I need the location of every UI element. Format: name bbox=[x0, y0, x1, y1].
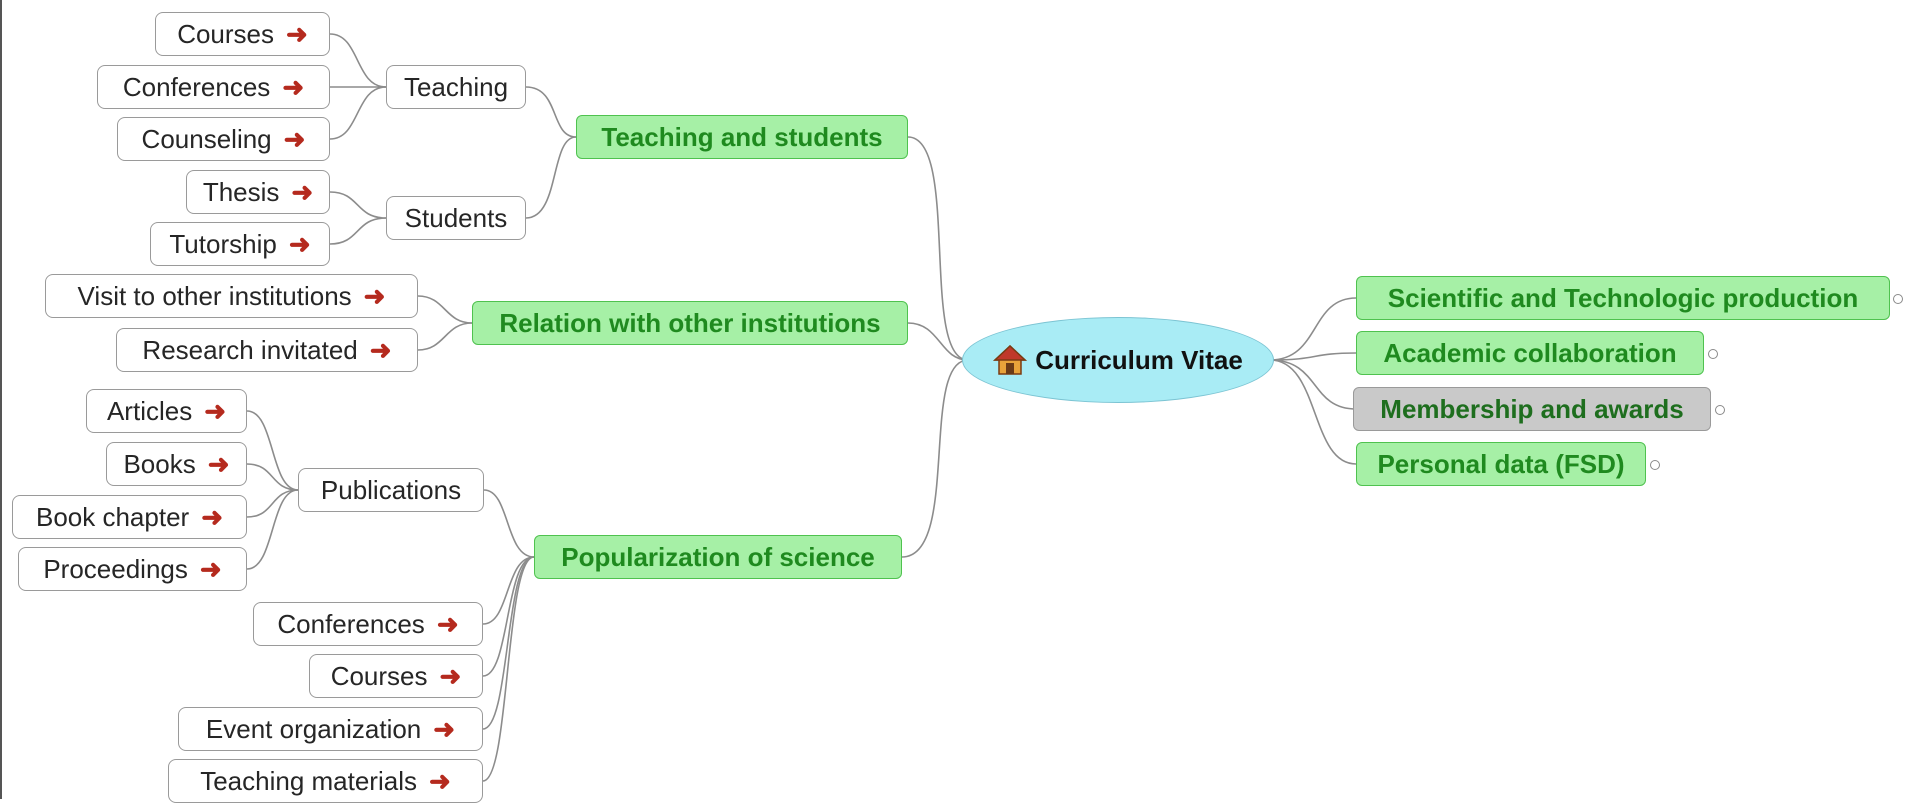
leaf-event-organization[interactable]: Event organization ➜ bbox=[178, 707, 483, 751]
branch-membership-and-awards[interactable]: Membership and awards bbox=[1353, 387, 1711, 431]
link-arrow-icon[interactable]: ➜ bbox=[433, 713, 456, 744]
branch-academic-collaboration[interactable]: Academic collaboration bbox=[1356, 331, 1704, 375]
subtopic-students[interactable]: Students bbox=[386, 196, 526, 240]
link-arrow-icon[interactable]: ➜ bbox=[291, 176, 314, 207]
leaf-courses-popularization[interactable]: Courses ➜ bbox=[309, 654, 483, 698]
link-arrow-icon[interactable]: ➜ bbox=[428, 765, 451, 796]
leaf-courses[interactable]: Courses ➜ bbox=[155, 12, 330, 56]
branch-scientific-and-technologic-production[interactable]: Scientific and Technologic production bbox=[1356, 276, 1890, 320]
home-icon bbox=[993, 344, 1028, 375]
link-arrow-icon[interactable]: ➜ bbox=[282, 71, 305, 102]
branch-personal-data-fsd[interactable]: Personal data (FSD) bbox=[1356, 442, 1646, 486]
expand-toggle-icon[interactable] bbox=[1893, 294, 1903, 304]
leaf-thesis[interactable]: Thesis ➜ bbox=[186, 170, 330, 214]
leaf-tutorship[interactable]: Tutorship ➜ bbox=[150, 222, 330, 266]
leaf-proceedings[interactable]: Proceedings ➜ bbox=[18, 547, 247, 591]
leaf-research-invitated[interactable]: Research invitated ➜ bbox=[116, 328, 418, 372]
branch-popularization-of-science[interactable]: Popularization of science bbox=[534, 535, 902, 579]
subtopic-publications[interactable]: Publications bbox=[298, 468, 484, 512]
leaf-articles[interactable]: Articles ➜ bbox=[86, 389, 247, 433]
leaf-teaching-materials[interactable]: Teaching materials ➜ bbox=[168, 759, 483, 803]
link-arrow-icon[interactable]: ➜ bbox=[201, 501, 223, 532]
branch-teaching-and-students[interactable]: Teaching and students bbox=[576, 115, 908, 159]
leaf-visit-to-other-institutions[interactable]: Visit to other institutions ➜ bbox=[45, 274, 418, 318]
branch-relation-with-other-institutions[interactable]: Relation with other institutions bbox=[472, 301, 908, 345]
leaf-counseling[interactable]: Counseling ➜ bbox=[117, 117, 330, 161]
subtopic-teaching[interactable]: Teaching bbox=[386, 65, 526, 109]
leaf-conferences-popularization[interactable]: Conferences ➜ bbox=[253, 602, 483, 646]
link-arrow-icon[interactable]: ➜ bbox=[369, 334, 392, 365]
link-arrow-icon[interactable]: ➜ bbox=[207, 448, 230, 479]
expand-toggle-icon[interactable] bbox=[1650, 460, 1660, 470]
link-arrow-icon[interactable]: ➜ bbox=[439, 660, 462, 691]
root-node-curriculum-vitae[interactable]: Curriculum Vitae bbox=[962, 317, 1274, 403]
window-left-border bbox=[0, 0, 2, 799]
link-arrow-icon[interactable]: ➜ bbox=[199, 553, 222, 584]
leaf-books[interactable]: Books ➜ bbox=[106, 442, 247, 486]
link-arrow-icon[interactable]: ➜ bbox=[288, 228, 311, 259]
link-arrow-icon[interactable]: ➜ bbox=[363, 280, 386, 311]
link-arrow-icon[interactable]: ➜ bbox=[204, 395, 227, 426]
expand-toggle-icon[interactable] bbox=[1715, 405, 1725, 415]
link-arrow-icon[interactable]: ➜ bbox=[283, 123, 306, 154]
leaf-book-chapter[interactable]: Book chapter ➜ bbox=[12, 495, 247, 539]
link-arrow-icon[interactable]: ➜ bbox=[286, 18, 308, 49]
expand-toggle-icon[interactable] bbox=[1708, 349, 1718, 359]
leaf-conferences[interactable]: Conferences ➜ bbox=[97, 65, 330, 109]
link-arrow-icon[interactable]: ➜ bbox=[436, 608, 459, 639]
